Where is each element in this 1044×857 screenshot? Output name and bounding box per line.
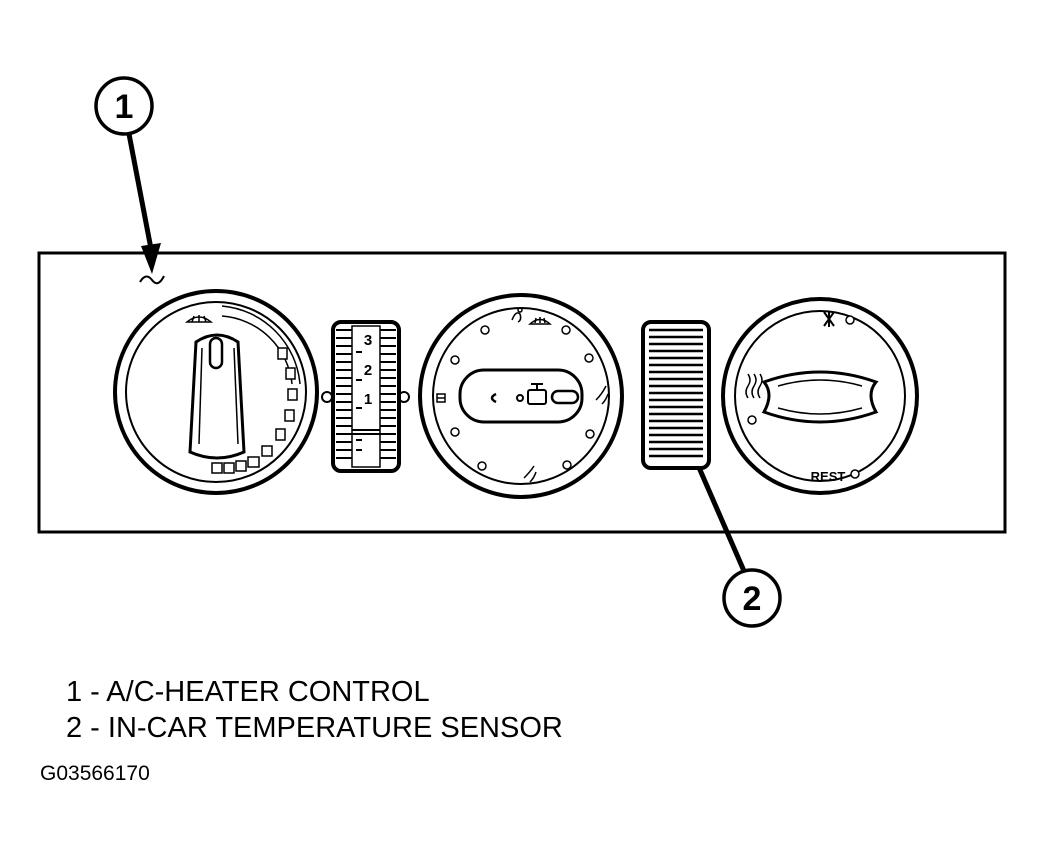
fan-scale-ticks — [336, 329, 396, 459]
defrost-icon — [184, 315, 214, 323]
legend: 1 - A/C-HEATER CONTROL 2 - IN-CAR TEMPER… — [66, 674, 563, 746]
control-panel-outline — [37, 251, 1007, 534]
in-car-temperature-sensor — [641, 320, 711, 470]
callout-2-number: 2 — [743, 580, 762, 618]
fan-speed-thumbwheel[interactable]: 3 2 1 — [321, 320, 410, 473]
defrost-icon — [528, 317, 552, 325]
callout-1-number: 1 — [115, 88, 134, 126]
air-distribution-knob[interactable] — [418, 293, 624, 499]
rear-defrost-icon — [745, 373, 763, 399]
fan-label-2: 2 — [364, 362, 372, 379]
legend-item-1: 1 - A/C-HEATER CONTROL — [66, 676, 430, 708]
floor-vent-icon — [523, 385, 609, 483]
rest-label: REST — [811, 469, 846, 484]
recirculate-icon — [436, 393, 446, 403]
callout-1: 1 — [94, 76, 165, 285]
temperature-knob[interactable] — [113, 289, 319, 495]
figure-id: G03566170 — [40, 762, 150, 785]
callout-2: 2 — [677, 420, 782, 628]
fan-label-1: 1 — [364, 391, 372, 408]
fan-label-3: 3 — [364, 332, 372, 349]
ac-mode-knob[interactable]: REST — [721, 297, 919, 495]
snowflake-icon — [823, 311, 835, 327]
panel-vent-icon — [511, 307, 523, 323]
legend-item-2: 2 - IN-CAR TEMPERATURE SENSOR — [66, 712, 563, 744]
